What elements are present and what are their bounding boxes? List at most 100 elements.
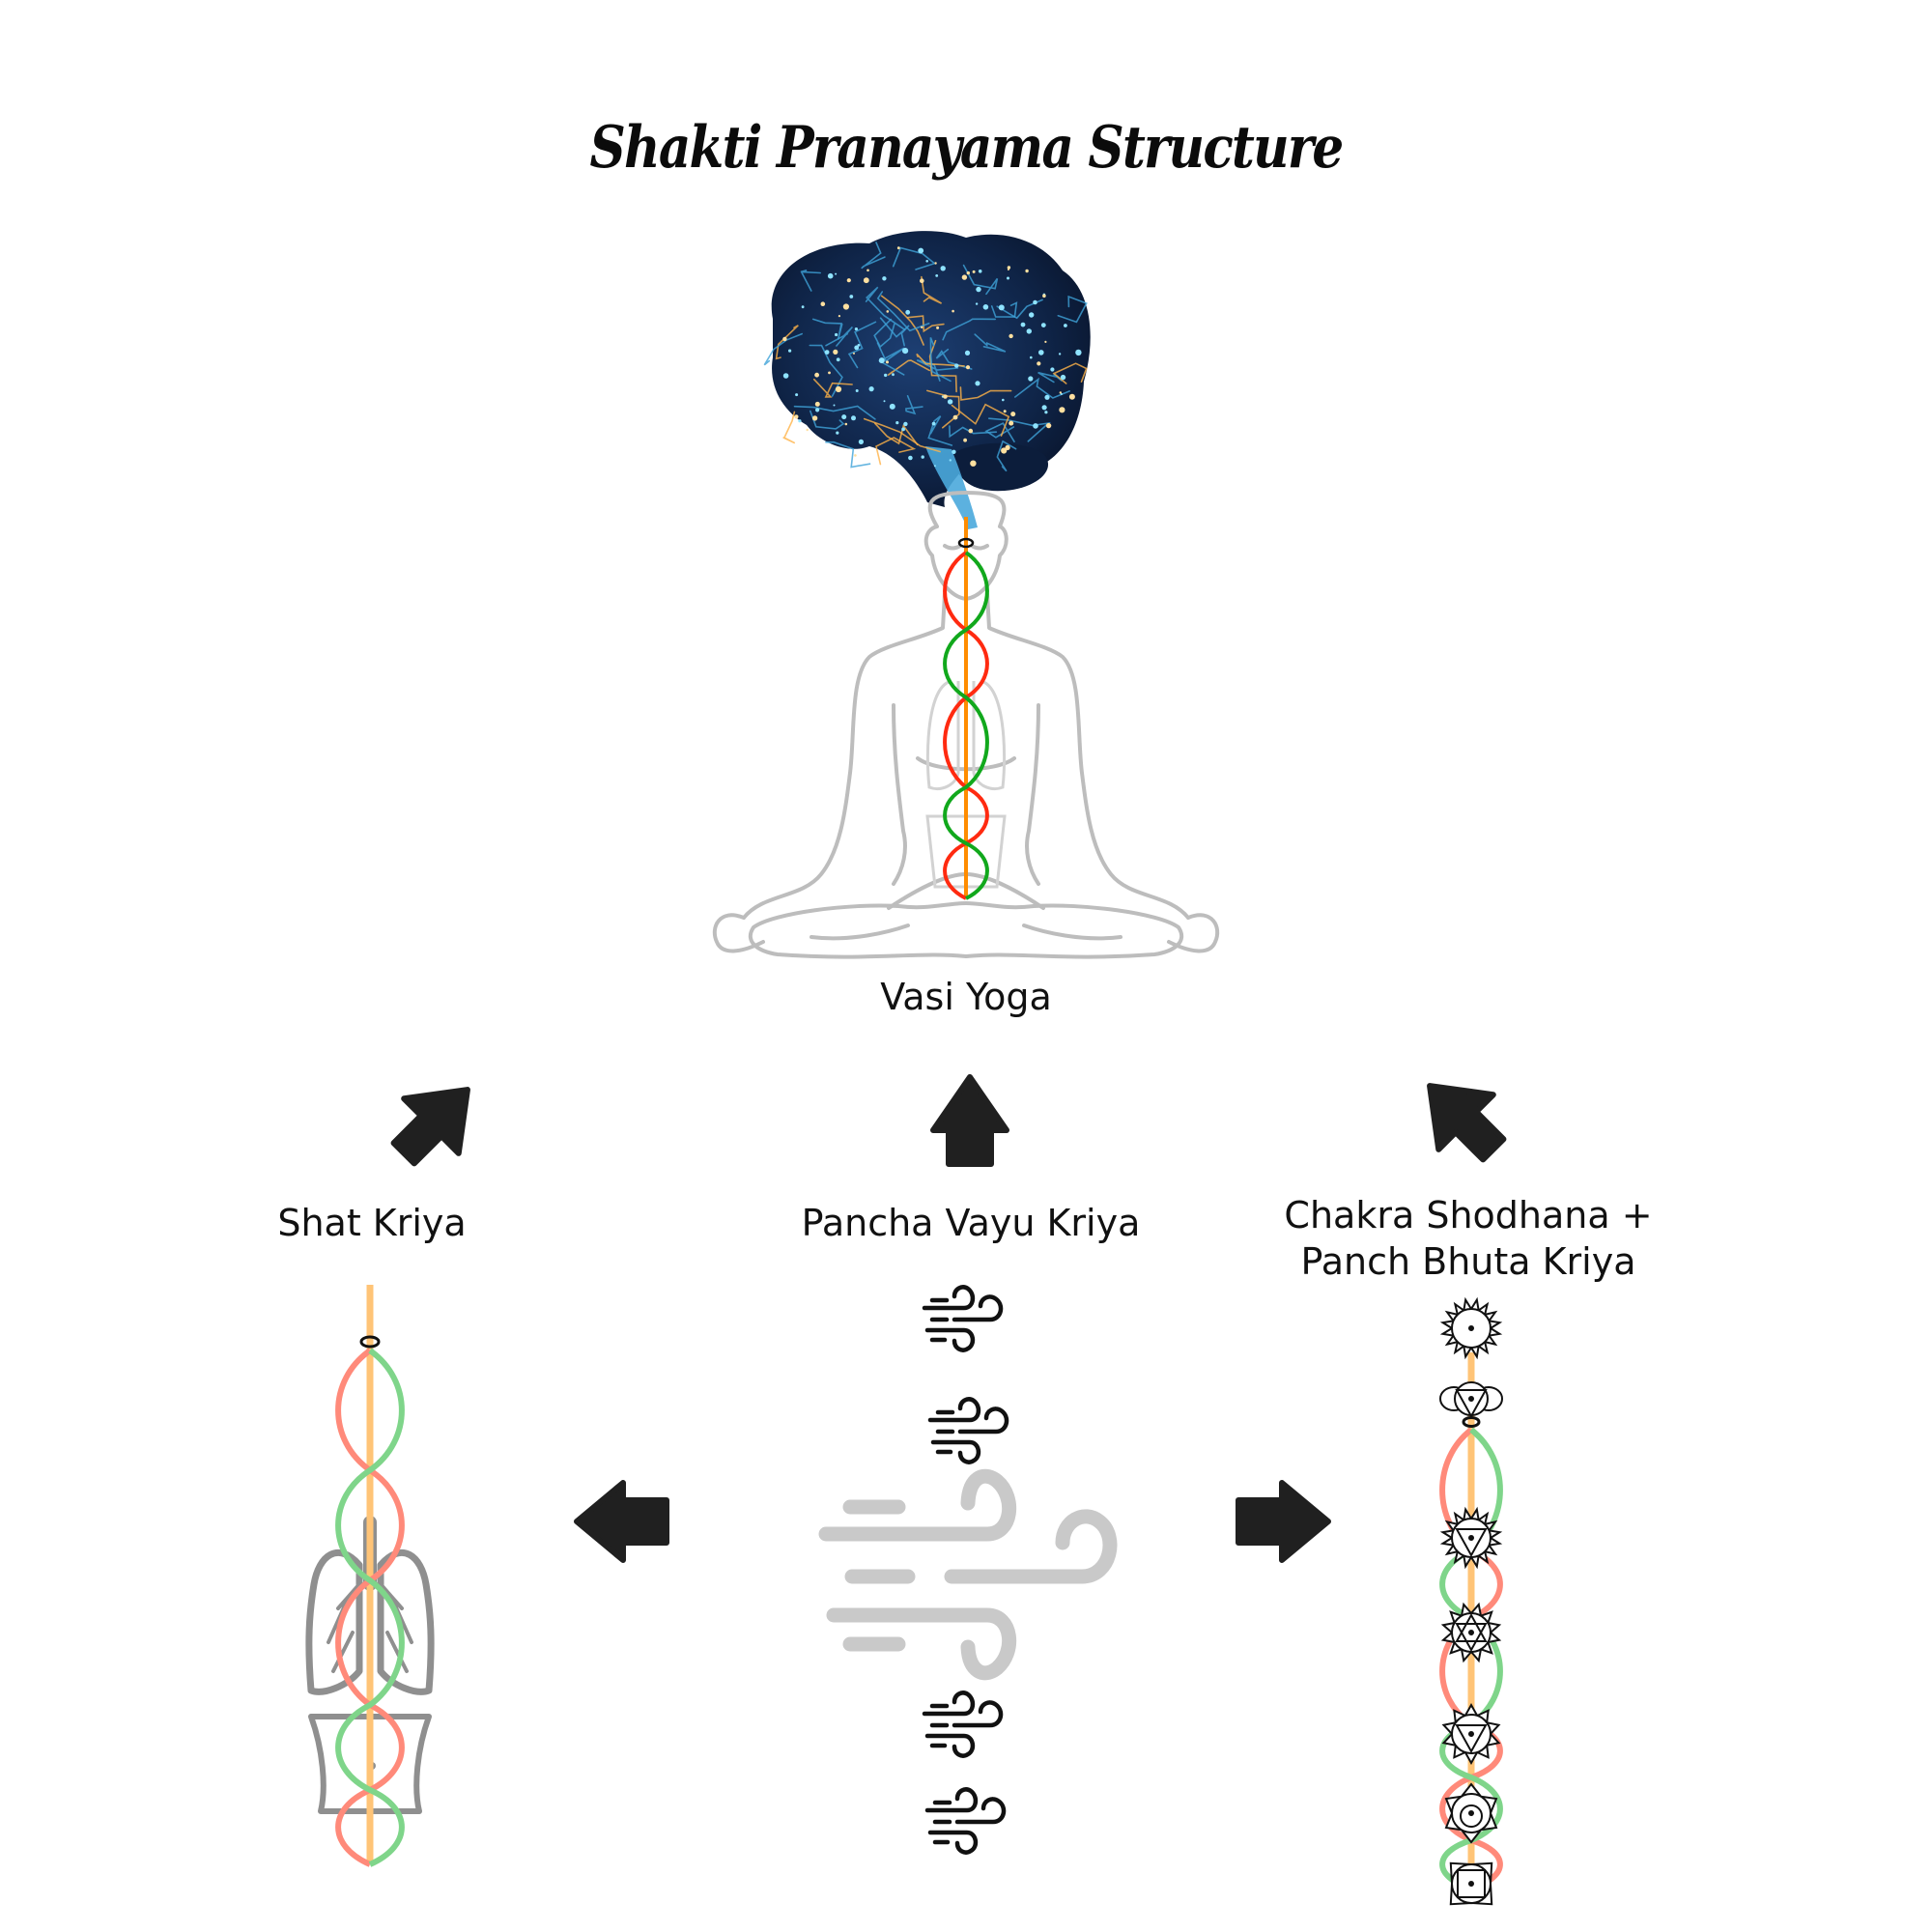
chakra-third-eye-icon xyxy=(1439,1381,1503,1419)
brain-node xyxy=(820,301,826,307)
brain-vein xyxy=(875,437,917,466)
brain-node xyxy=(1009,333,1013,339)
brain-node xyxy=(921,455,924,459)
brain-node xyxy=(943,394,948,399)
brain-node xyxy=(964,350,971,355)
eye-right xyxy=(970,544,989,551)
brain-node xyxy=(978,270,982,273)
lungs-outline xyxy=(925,679,1007,790)
hand-right xyxy=(1167,913,1220,953)
brain-node xyxy=(854,345,860,351)
brain-vein xyxy=(873,422,919,446)
brain-node xyxy=(868,386,874,392)
brain-vein xyxy=(861,242,886,270)
brain-vein xyxy=(996,440,1017,472)
brain-node xyxy=(905,309,911,315)
brain-vein xyxy=(825,440,871,469)
brain-node xyxy=(954,363,959,368)
brain-node xyxy=(931,421,936,426)
brain-node xyxy=(854,327,859,331)
brain-vein xyxy=(811,318,843,340)
brain-node xyxy=(1044,340,1047,343)
label-line-1: Chakra Shodhana + xyxy=(1284,1194,1653,1236)
brain-node xyxy=(949,459,952,462)
brain-node xyxy=(883,400,886,403)
wind-icon xyxy=(922,1285,1004,1352)
brain-node xyxy=(947,399,953,405)
leg-crease xyxy=(810,923,1122,941)
brain-node xyxy=(801,305,805,309)
brain-node xyxy=(886,360,889,364)
brain-node xyxy=(811,415,818,421)
figure-organs xyxy=(925,679,1007,889)
brain-node xyxy=(901,427,905,432)
brain-vein xyxy=(962,264,999,296)
brain-node xyxy=(998,304,1005,311)
node-label-vasi-yoga: Vasi Yoga xyxy=(880,976,1052,1018)
brain-node xyxy=(1040,323,1046,327)
shat-pingala xyxy=(335,1348,405,1867)
node-label-chakra-panch-bhuta: Chakra Shodhana + Panch Bhuta Kriya xyxy=(1256,1192,1681,1285)
brain-node xyxy=(889,403,895,410)
shat-ring xyxy=(359,1335,381,1349)
brain-node xyxy=(918,247,924,254)
brain-node xyxy=(1030,355,1033,359)
brain-vein xyxy=(916,353,965,367)
chakra-heart-icon xyxy=(1440,1602,1502,1663)
brain-node xyxy=(1060,393,1063,395)
brain-vein xyxy=(782,411,796,444)
chakra-throat-icon xyxy=(1439,1506,1503,1570)
brain-node xyxy=(882,276,887,281)
brain-node xyxy=(968,428,974,434)
brain-node xyxy=(849,295,854,298)
brain-node xyxy=(836,431,839,435)
brain-vein xyxy=(916,359,959,382)
brain-vein xyxy=(876,291,930,332)
brain-node xyxy=(1028,376,1034,382)
wind-icon xyxy=(924,1787,1007,1855)
brain-node xyxy=(1026,328,1033,334)
third-eye-ring xyxy=(957,537,975,549)
brain-node xyxy=(1003,410,1007,413)
brain-vein xyxy=(942,318,996,341)
brain-node xyxy=(935,274,939,277)
node-label-shat-kriya: Shat Kriya xyxy=(277,1202,467,1244)
brain-vein xyxy=(906,315,945,333)
wind-icon xyxy=(927,1397,1009,1464)
wind-icon xyxy=(922,1690,1004,1758)
brain-vein xyxy=(1014,377,1070,399)
brain-node xyxy=(806,428,809,432)
brain-node xyxy=(1068,393,1075,400)
brain-node xyxy=(1064,324,1067,327)
brain-node xyxy=(1033,423,1038,429)
brain-node xyxy=(1020,322,1026,327)
brain-node xyxy=(1041,405,1047,411)
figure-pingala xyxy=(943,551,989,900)
brain-vein xyxy=(880,295,924,346)
brain-node xyxy=(1007,276,1009,280)
brain-vein xyxy=(959,386,1012,401)
brain-vein xyxy=(996,298,1043,320)
brain-node xyxy=(908,455,913,461)
brain-node xyxy=(782,336,787,342)
brain-node xyxy=(925,260,928,263)
hand-left xyxy=(712,913,765,953)
brain-node xyxy=(903,421,908,427)
brain-node xyxy=(836,357,840,362)
brain-node xyxy=(933,465,936,468)
brain-node xyxy=(838,315,841,318)
brain-node xyxy=(886,310,890,313)
brain-node xyxy=(798,419,802,423)
torso-right xyxy=(1025,703,1040,886)
brain-vein xyxy=(988,417,1052,442)
brain-node xyxy=(867,269,869,272)
brain-node xyxy=(1037,361,1041,366)
node-label-pancha-vayu-kriya: Pancha Vayu Kriya xyxy=(801,1202,1141,1244)
brain-node xyxy=(1059,391,1063,394)
head-outline xyxy=(923,491,1009,601)
brain-node xyxy=(1038,350,1044,355)
chakra-crown-icon xyxy=(1439,1296,1503,1360)
brain-node xyxy=(896,246,900,250)
brain-node xyxy=(1059,407,1065,413)
brain-vein xyxy=(887,359,930,377)
